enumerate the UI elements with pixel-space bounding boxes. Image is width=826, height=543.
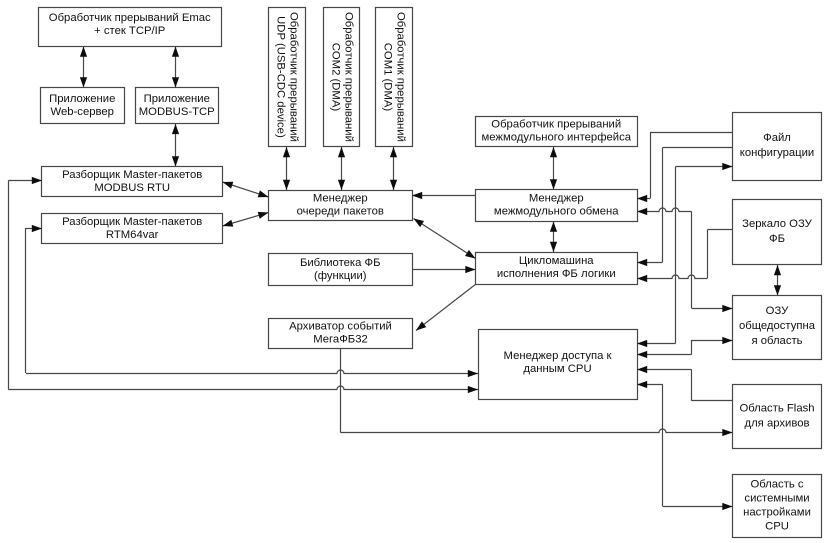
svg-text:Обработчик прерываний: Обработчик прерываний [342,12,354,142]
svg-text:CPU: CPU [765,521,789,533]
svg-text:конфигурации: конфигурации [740,147,815,159]
svg-text:Область Flash: Область Flash [739,402,814,414]
svg-text:UDP (USB-CDC device): UDP (USB-CDC device) [274,16,286,138]
svg-text:MODBUS RTU: MODBUS RTU [94,182,170,194]
svg-text:для архивов: для архивов [745,417,810,429]
svg-text:Менеджер доступа к: Менеджер доступа к [504,350,612,362]
svg-text:Зеркало ОЗУ: Зеркало ОЗУ [742,218,812,230]
svg-text:Обработчик прерываний: Обработчик прерываний [491,118,621,130]
svg-text:COM2 (DMA): COM2 (DMA) [329,43,341,112]
svg-text:ОЗУ: ОЗУ [766,305,789,317]
svg-text:Обработчик прерываний: Обработчик прерываний [394,12,406,142]
svg-text:(функции): (функции) [314,270,367,282]
svg-text:я область: я область [751,335,802,347]
svg-text:Область с: Область с [750,479,803,491]
svg-text:Приложение: Приложение [49,93,115,105]
svg-text:Разборщик Master-пакетов: Разборщик Master-пакетов [62,216,202,228]
svg-text:Разборщик Master-пакетов: Разборщик Master-пакетов [62,169,202,181]
svg-text:системными: системными [744,493,809,505]
svg-text:Менеджер: Менеджер [313,192,368,204]
svg-text:Архиватор событий: Архиватор событий [289,321,392,333]
svg-text:Web-сервер: Web-сервер [51,106,114,118]
svg-text:COM1 (DMA): COM1 (DMA) [381,43,393,112]
svg-text:исполнения ФБ логики: исполнения ФБ логики [497,268,616,280]
svg-text:RTM64var: RTM64var [106,229,159,241]
svg-text:Обработчик прерываний: Обработчик прерываний [287,12,299,142]
svg-text:Приложение: Приложение [144,93,210,105]
svg-text:ФБ: ФБ [769,233,785,245]
svg-text:+ стек TCP/IP: + стек TCP/IP [94,25,165,37]
svg-text:общедоступна: общедоступна [739,320,816,332]
svg-text:Цикломашина: Цикломашина [519,255,594,267]
svg-text:MODBUS-TCP: MODBUS-TCP [139,106,215,118]
svg-text:Библиотека ФБ: Библиотека ФБ [300,257,381,269]
svg-text:межмодульного обмена: межмодульного обмена [494,206,619,218]
svg-text:очереди пакетов: очереди пакетов [297,205,384,217]
svg-text:Файл: Файл [763,132,791,144]
svg-text:Обработчик прерываний Emac: Обработчик прерываний Emac [49,12,211,24]
svg-text:межмодульного интерфейса: межмодульного интерфейса [481,131,631,143]
svg-text:настройками: настройками [743,507,811,519]
svg-text:Менеджер: Менеджер [529,193,584,205]
svg-text:данным CPU: данным CPU [523,363,591,375]
svg-text:МегаФБ32: МегаФБ32 [313,334,368,346]
